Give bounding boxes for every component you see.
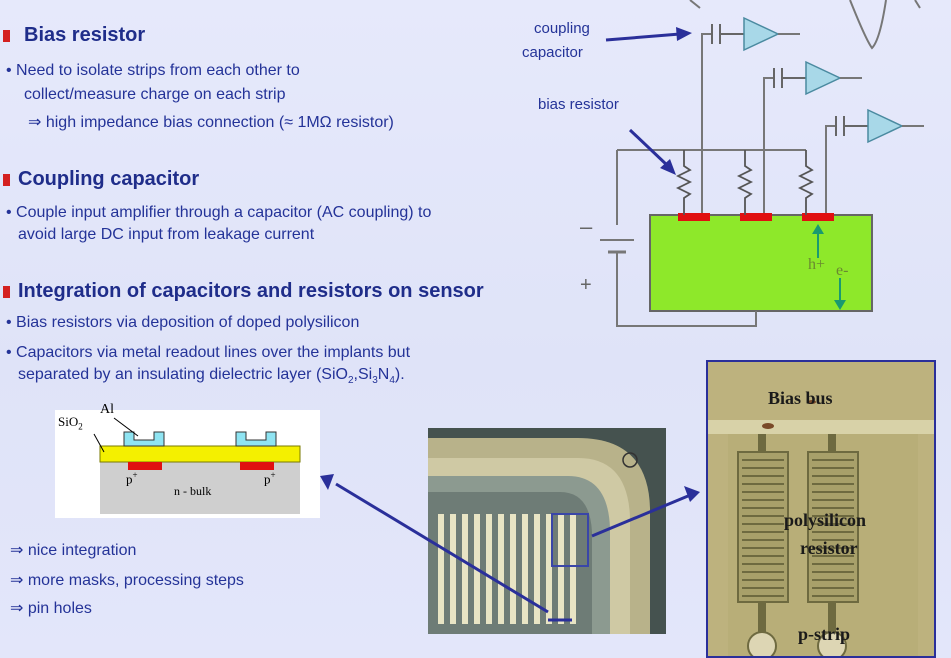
text-line: collect/measure charge on each strip — [24, 86, 286, 103]
label-electron: e- — [836, 262, 849, 279]
subscript: 2 — [347, 375, 354, 387]
aluminium-contact — [235, 431, 277, 447]
conclusion-line: ⇒ nice integration — [10, 542, 137, 559]
amplifier-triangle — [743, 16, 780, 52]
coupling-capacitor — [773, 68, 806, 88]
bias-bus-wire — [616, 149, 806, 225]
text-line: • Need to isolate strips from each other… — [6, 62, 300, 79]
label-al: Al — [100, 402, 114, 417]
text-fragment: N — [377, 366, 390, 383]
label-hole: h+ — [808, 256, 826, 273]
superscript: + — [132, 470, 138, 480]
heading-integration: Integration of capacitors and resistors … — [18, 280, 484, 302]
label-coupling: coupling — [534, 20, 590, 37]
label-bias-resistor: bias resistor — [538, 96, 619, 113]
coupling-capacitor — [711, 24, 744, 44]
text-line: • Bias resistors via deposition of doped… — [6, 314, 360, 331]
text-fragment: ). — [394, 366, 405, 383]
p-implant — [128, 462, 162, 470]
bullet-marker — [3, 174, 10, 186]
text-line: • Couple input amplifier through a capac… — [6, 204, 432, 221]
bullet-marker — [3, 286, 10, 298]
amplifier-triangle — [805, 60, 842, 96]
text-fragment: ,Si — [353, 366, 373, 383]
label-p-strip: p-strip — [798, 624, 851, 644]
signal-pulse — [689, 0, 921, 50]
label-sio2: SiO2 — [58, 414, 83, 432]
oxide-layer — [99, 445, 301, 463]
bias-resistor — [675, 150, 693, 215]
bias-pointer-arrow — [628, 128, 670, 168]
label-p-left: p+ — [126, 470, 138, 487]
aluminium-contact — [123, 431, 165, 447]
heading-coupling-capacitor: Coupling capacitor — [18, 168, 200, 190]
conclusion-line: ⇒ pin holes — [10, 600, 92, 617]
readout-line — [763, 77, 774, 213]
amplifier-triangle — [867, 108, 904, 144]
bullet-marker — [3, 30, 10, 42]
al-pointer — [113, 417, 139, 437]
battery-wire — [616, 252, 757, 327]
arrow-to-cross-section — [335, 482, 549, 614]
label-bias-bus: Bias bus — [768, 388, 833, 408]
label-resistor: resistor — [800, 538, 858, 558]
detector-photo — [428, 428, 666, 634]
label-polysilicon: polysilicon — [784, 510, 867, 530]
text-fragment: p — [264, 471, 271, 487]
strip-implant — [740, 213, 772, 221]
label-capacitor: capacitor — [522, 44, 583, 61]
subscript: 2 — [78, 421, 83, 432]
readout-line — [825, 125, 836, 213]
label-bulk: n - bulk — [174, 484, 212, 498]
strip-implant — [802, 213, 834, 221]
text-line: ⇒ high impedance bias connection (≈ 1MΩ … — [28, 114, 394, 131]
label-minus: – — [580, 214, 593, 239]
coupling-pointer-arrow — [605, 32, 681, 42]
text-line: • Capacitors via metal readout lines ove… — [6, 344, 411, 361]
text-fragment: p — [126, 471, 133, 487]
label-plus: + — [580, 274, 592, 296]
superscript: + — [270, 470, 276, 480]
text-fragment: separated by an insulating dielectric la… — [18, 366, 348, 383]
readout-line — [701, 33, 712, 213]
subscript: 3 — [372, 375, 378, 387]
conclusion-line: ⇒ more masks, processing steps — [10, 572, 244, 589]
p-implant — [240, 462, 274, 470]
bias-resistor — [736, 150, 754, 215]
coupling-capacitor — [835, 116, 868, 136]
heading-bias-resistor: Bias resistor — [24, 24, 146, 46]
sio2-pointer — [93, 433, 105, 453]
subscript: 4 — [389, 375, 395, 387]
resistor-micrograph: Bias bus polysilicon resistor p-strip — [706, 360, 936, 658]
bias-resistor — [797, 150, 815, 215]
text-line-dielectric: separated by an insulating dielectric la… — [18, 366, 405, 386]
bulk-layer — [100, 462, 300, 514]
strip-implant — [678, 213, 710, 221]
text-fragment: SiO — [58, 414, 79, 429]
arrow-to-micrograph — [591, 494, 689, 538]
label-p-right: p+ — [264, 470, 276, 487]
sensor-bulk — [649, 214, 873, 312]
text-line: avoid large DC input from leakage curren… — [18, 226, 315, 243]
